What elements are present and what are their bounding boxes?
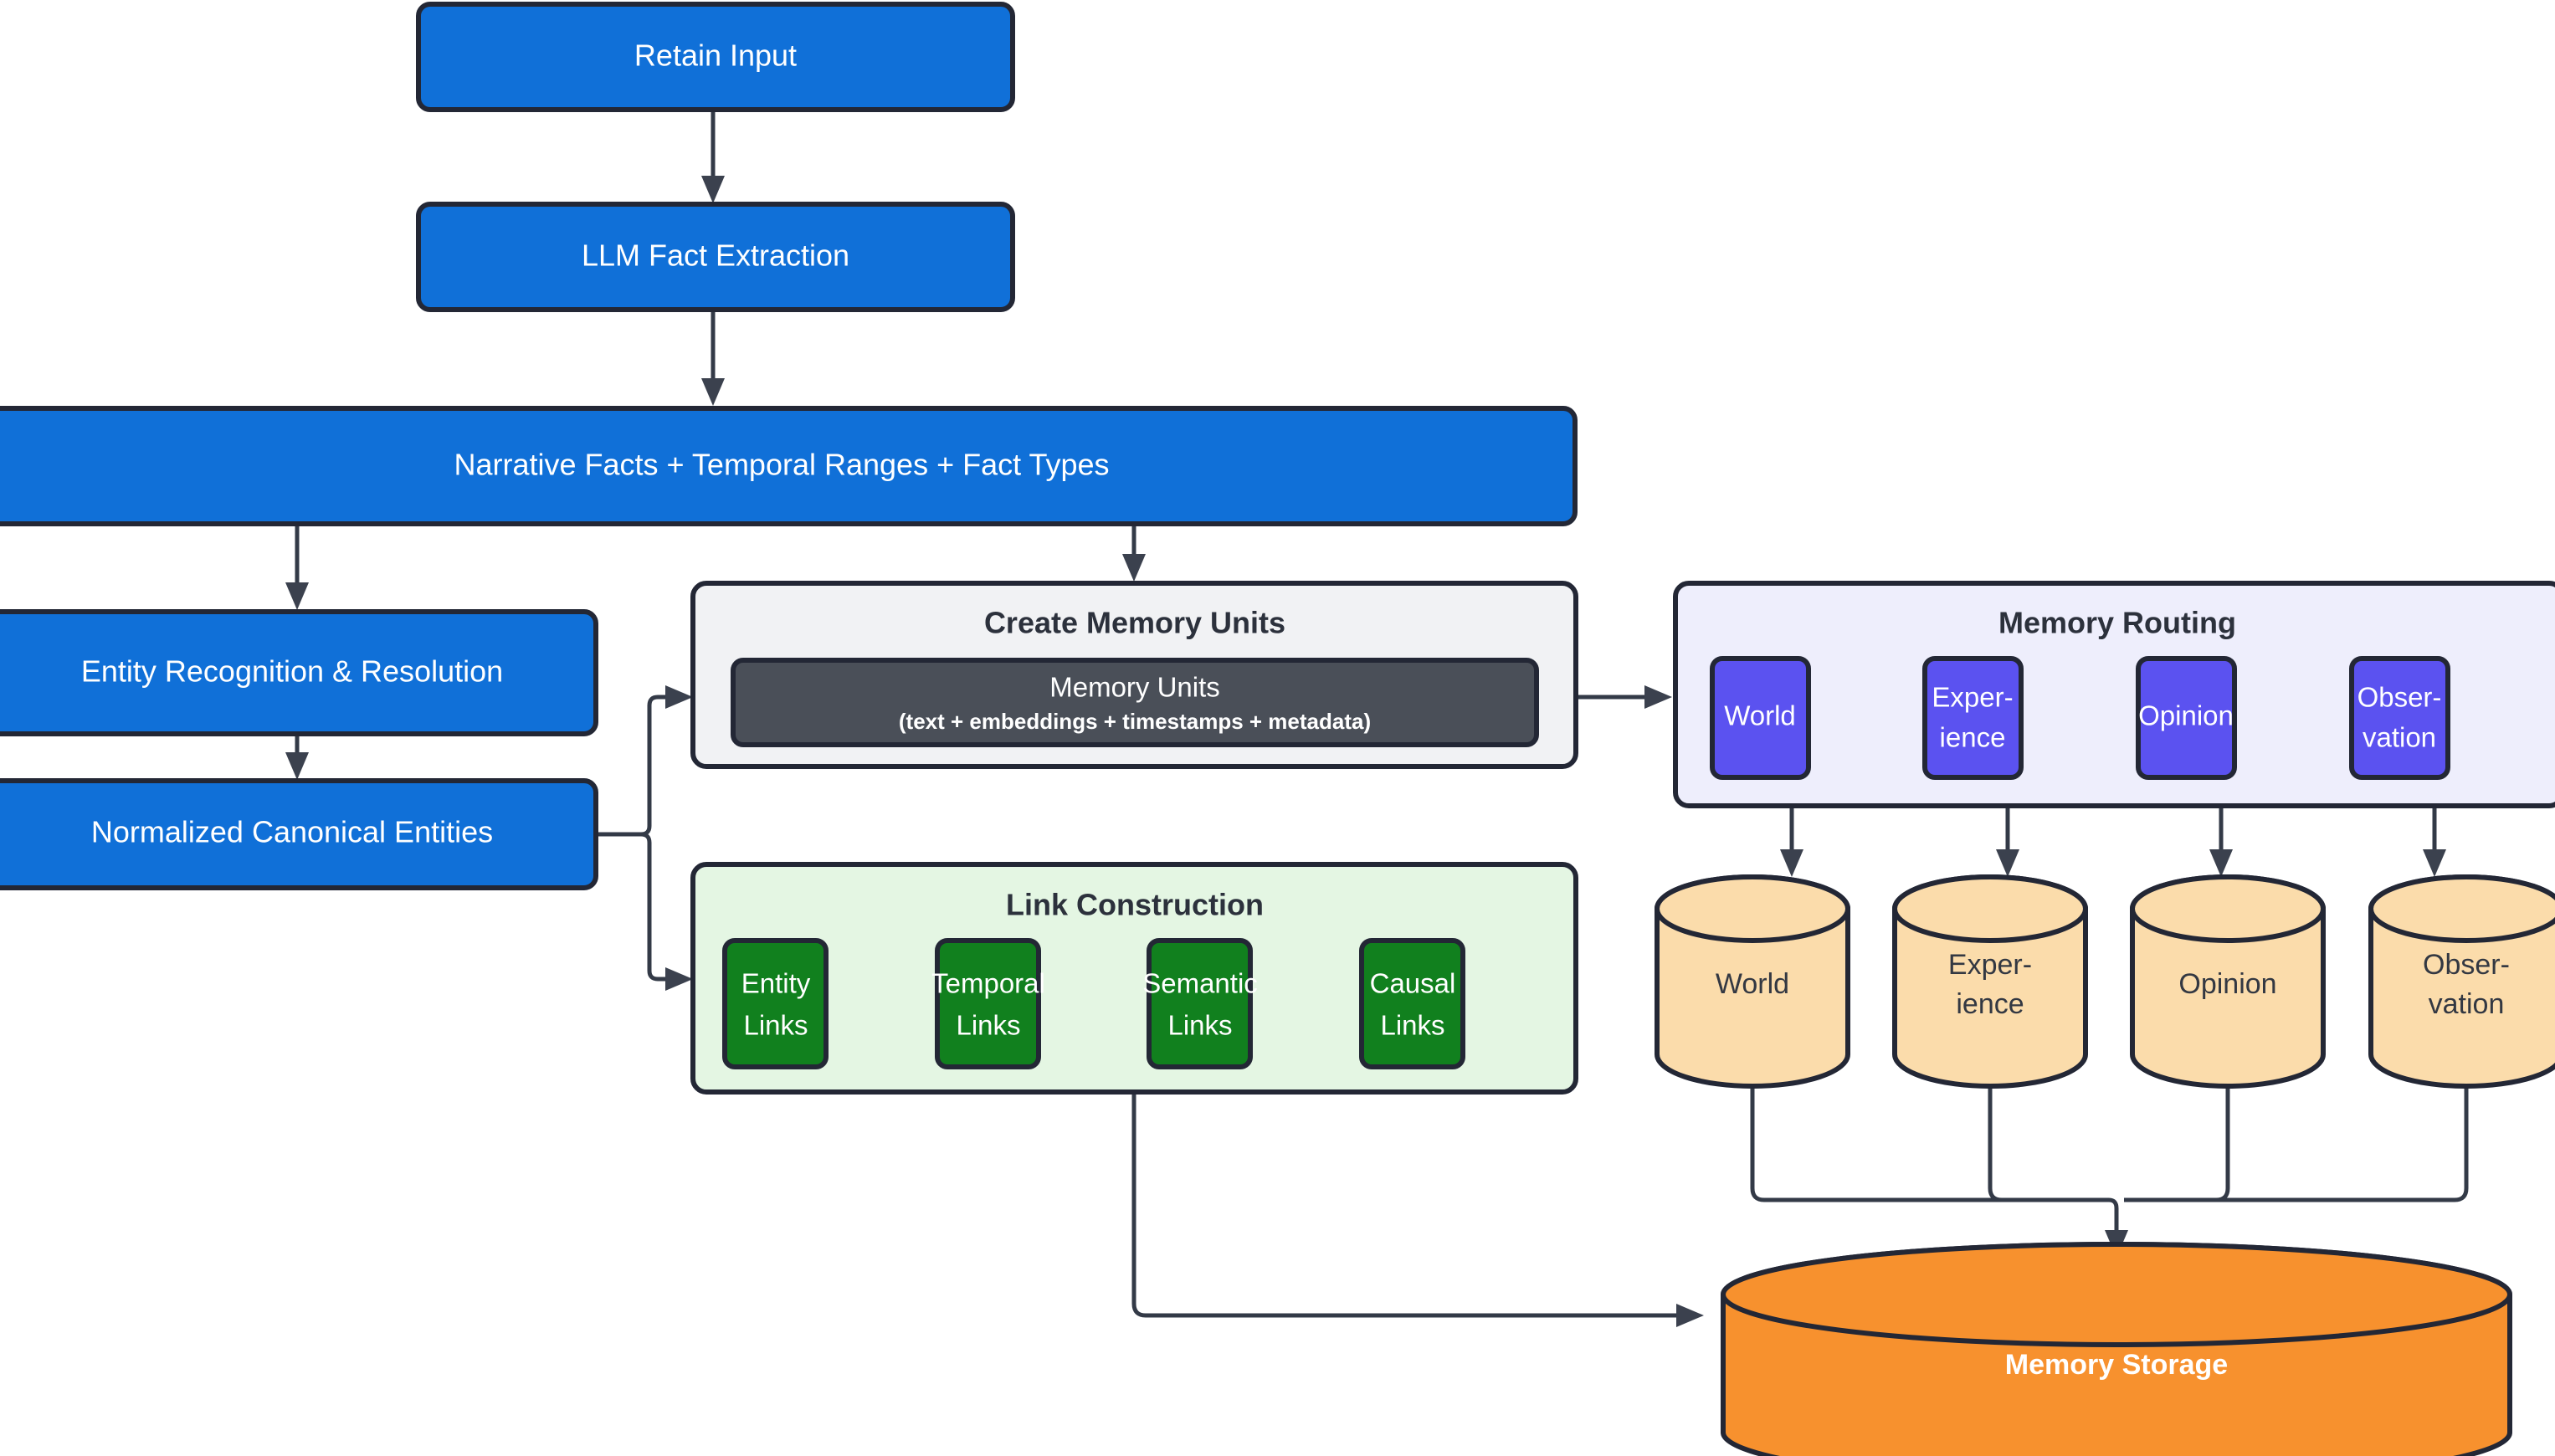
link-chip-entity[interactable]: Entity Links xyxy=(722,938,829,1069)
routing-chip-opinion[interactable]: Opinion xyxy=(2136,656,2237,780)
llm-fact-extraction-box[interactable] xyxy=(416,202,1015,312)
cylinder-experience[interactable]: Exper- ience xyxy=(1891,874,2089,1089)
cylinder-opinion[interactable]: Opinion xyxy=(2129,874,2327,1089)
cylinder-world[interactable]: World xyxy=(1654,874,1851,1089)
arrowhead-retain-to-llm xyxy=(701,176,725,203)
causal-links-box[interactable] xyxy=(1359,938,1465,1069)
retain-input-box[interactable] xyxy=(416,2,1015,112)
memory-units-subtitle: (text + embeddings + timestamps + metada… xyxy=(899,709,1371,734)
arrowhead-narrative-to-entity xyxy=(285,582,309,610)
panel-link-construction: Link Construction Entity Links Temporal … xyxy=(690,862,1578,1095)
temporal-links-line2: Links xyxy=(956,1010,1020,1041)
narrative-facts-box[interactable] xyxy=(0,406,1578,526)
temporal-links-line1: Temporal xyxy=(931,968,1045,999)
routing-chip-observation[interactable]: Obser- vation xyxy=(2349,656,2450,780)
causal-links-line2: Links xyxy=(1380,1010,1444,1041)
arrowhead-route-opinion-to-cyl xyxy=(2209,849,2233,877)
semantic-links-line2: Links xyxy=(1167,1010,1232,1041)
arrowhead-narrative-to-memoryunits xyxy=(1122,554,1146,582)
arrowhead-linkconstruction-to-storage xyxy=(1676,1304,1704,1327)
link-chip-temporal[interactable]: Temporal Links xyxy=(931,938,1045,1069)
arrowhead-route-experience-to-cyl xyxy=(1996,849,2019,877)
cylinder-opinion-line1: Opinion xyxy=(2178,968,2276,1000)
routing-observation-line2: vation xyxy=(2363,722,2436,753)
link-construction-panel xyxy=(690,862,1578,1095)
normalized-entities-box[interactable] xyxy=(0,778,598,890)
cylinder-observation-line2: vation xyxy=(2429,988,2505,1020)
routing-chip-experience[interactable]: Exper- ience xyxy=(1922,656,2024,780)
node-normalized-entities[interactable]: Normalized Canonical Entities xyxy=(0,778,598,890)
causal-links-line1: Causal xyxy=(1370,968,1456,999)
normalized-entities-label: Normalized Canonical Entities xyxy=(91,815,493,849)
arrowhead-route-world-to-cyl xyxy=(1780,849,1803,877)
edge-normalized-to-memoryunits xyxy=(633,695,671,837)
node-retain-input[interactable]: Retain Input xyxy=(416,2,1015,112)
edge-linkconstruction-to-storage xyxy=(1131,1090,1682,1318)
create-memory-units-title: Create Memory Units xyxy=(984,606,1285,640)
routing-world-line1: World xyxy=(1724,700,1796,731)
routing-observation-line1: Obser- xyxy=(2357,682,2442,713)
routing-experience-line1: Exper- xyxy=(1932,682,2013,713)
cylinder-opinion-top xyxy=(2129,874,2327,943)
routing-opinion-line1: Opinion xyxy=(2138,700,2234,731)
edge-cyl-experience-to-bus xyxy=(1988,1085,2109,1202)
arrowhead-normalized-to-linkconstruction xyxy=(665,967,693,991)
routing-observation-box[interactable] xyxy=(2349,656,2450,780)
edge-cyl-opinion-to-bus xyxy=(2124,1085,2230,1202)
arrowhead-llm-to-narrative xyxy=(701,378,725,406)
retain-input-label: Retain Input xyxy=(634,38,797,73)
node-entity-recognition[interactable]: Entity Recognition & Resolution xyxy=(0,609,598,736)
routing-chip-world[interactable]: World xyxy=(1710,656,1811,780)
link-construction-title: Link Construction xyxy=(1006,888,1264,922)
memory-units-title: Memory Units xyxy=(1049,672,1220,703)
entity-links-line2: Links xyxy=(743,1010,808,1041)
entity-recognition-box[interactable] xyxy=(0,609,598,736)
entity-links-box[interactable] xyxy=(722,938,829,1069)
edge-normalized-to-linkconstruction xyxy=(633,832,671,982)
llm-fact-extraction-label: LLM Fact Extraction xyxy=(582,238,849,273)
edge-cyl-world-to-bus xyxy=(1750,1085,2109,1202)
entity-links-line1: Entity xyxy=(741,968,811,999)
cylinder-world-top xyxy=(1654,874,1851,943)
cylinder-experience-line1: Exper- xyxy=(1948,949,2032,981)
cylinder-observation-top xyxy=(2368,874,2555,943)
semantic-links-line1: Semantic xyxy=(1142,968,1258,999)
routing-world-box[interactable] xyxy=(1710,656,1811,780)
link-chip-semantic[interactable]: Semantic Links xyxy=(1142,938,1258,1069)
cylinder-observation[interactable]: Obser- vation xyxy=(2368,874,2555,1089)
cylinder-experience-line2: ience xyxy=(1956,988,2024,1020)
memory-storage-label: Memory Storage xyxy=(2005,1349,2228,1381)
routing-opinion-box[interactable] xyxy=(2136,656,2237,780)
routing-experience-box[interactable] xyxy=(1922,656,2024,780)
cylinder-memory-storage[interactable]: Memory Storage xyxy=(1720,1242,2513,1456)
edge-cyl-observation-to-bus xyxy=(2124,1085,2469,1202)
arrowhead-memoryunits-to-routing xyxy=(1644,685,1672,709)
edge-bus-to-storage xyxy=(2108,1197,2119,1240)
arrowhead-route-observation-to-cyl xyxy=(2423,849,2446,877)
narrative-facts-label: Narrative Facts + Temporal Ranges + Fact… xyxy=(454,448,1109,482)
temporal-links-box[interactable] xyxy=(935,938,1041,1069)
link-chip-causal[interactable]: Causal Links xyxy=(1359,938,1465,1069)
node-llm-fact-extraction[interactable]: LLM Fact Extraction xyxy=(416,202,1015,312)
routing-experience-line2: ience xyxy=(1940,722,2006,753)
panel-memory-routing: Memory Routing World Exper- ience Opinio… xyxy=(1673,581,2555,808)
entity-recognition-label: Entity Recognition & Resolution xyxy=(81,654,503,689)
memory-routing-panel xyxy=(1673,581,2555,808)
semantic-links-box[interactable] xyxy=(1147,938,1253,1069)
node-narrative-facts[interactable]: Narrative Facts + Temporal Ranges + Fact… xyxy=(0,406,1578,526)
edge-layer xyxy=(285,109,2469,1327)
cylinder-observation-line1: Obser- xyxy=(2423,949,2510,981)
cylinder-experience-top xyxy=(1891,874,2089,943)
cylinder-world-line1: World xyxy=(1716,968,1789,1000)
memory-units-slab[interactable] xyxy=(731,658,1539,747)
arrowhead-entity-to-normalized xyxy=(285,752,309,780)
arrowhead-normalized-to-memoryunits xyxy=(665,685,693,709)
memory-routing-title: Memory Routing xyxy=(1998,606,2236,640)
memory-storage-top xyxy=(1720,1242,2513,1347)
panel-create-memory-units: Create Memory Units Memory Units (text +… xyxy=(690,581,1578,769)
